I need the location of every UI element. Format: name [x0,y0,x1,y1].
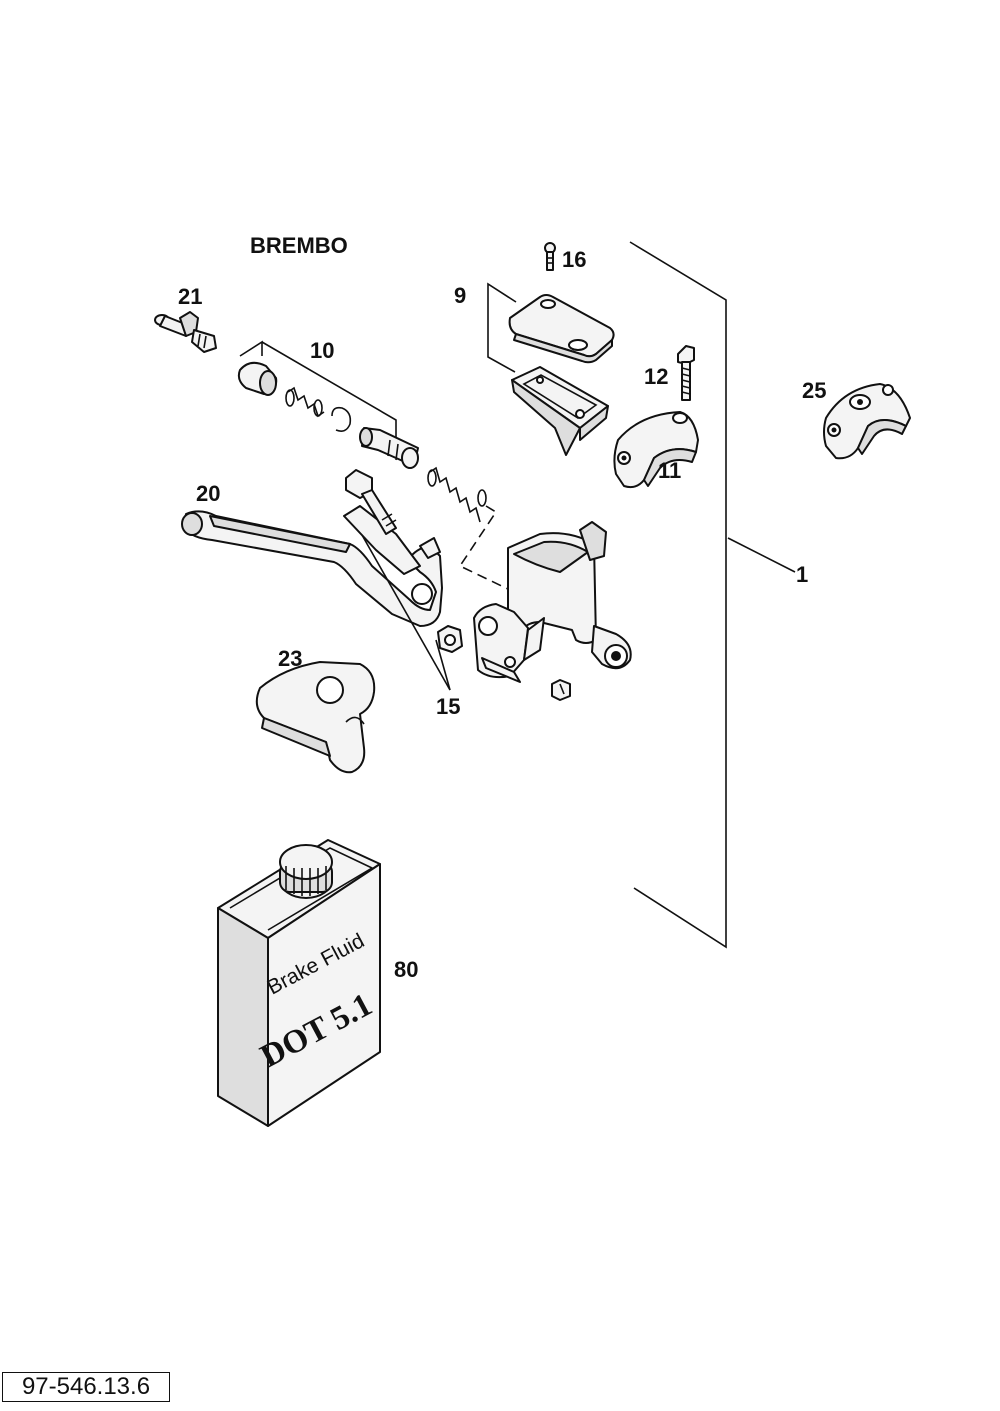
part-12-bolt [677,345,695,401]
diagram-title: BREMBO [250,233,348,258]
pushrod [345,469,397,535]
part-10-piston [359,427,419,469]
document-number: 97-546.13.6 [2,1372,170,1402]
part-9-bracket [487,282,517,373]
part-16-screw [544,242,556,271]
part-11-clamp [613,411,699,489]
return-spring [427,466,511,591]
part-23-lever-guard [255,661,376,774]
callout-25: 25 [802,378,826,403]
part-25-clamp [823,383,911,460]
part-10-spring [285,386,325,418]
small-screw [551,679,571,701]
callout-11: 11 [658,458,681,483]
callout-80: 80 [394,957,418,982]
part-9-reservoir-cover [508,294,615,364]
part-21-bleed-screw [154,311,217,353]
master-cylinder-body [473,521,632,683]
callout-23: 23 [278,646,302,671]
part-10-bracket [239,340,397,440]
callout-9: 9 [454,283,466,308]
callout-20: 20 [196,481,220,506]
callout-10: 10 [310,338,334,363]
part-80-brake-fluid-can [217,839,381,1127]
part-9-reservoir-body [511,366,609,456]
callout-12: 12 [644,364,668,389]
part-15-pivot-nut [361,534,463,691]
callout-16: 16 [562,247,586,272]
callout-21: 21 [178,284,202,309]
part-20-brake-lever [181,505,443,627]
part-10-dust-boot [237,361,278,396]
part-10-circlip [331,406,352,432]
callout-1: 1 [796,562,808,587]
assembly-bracket [629,241,796,949]
callout-15: 15 [436,694,460,719]
